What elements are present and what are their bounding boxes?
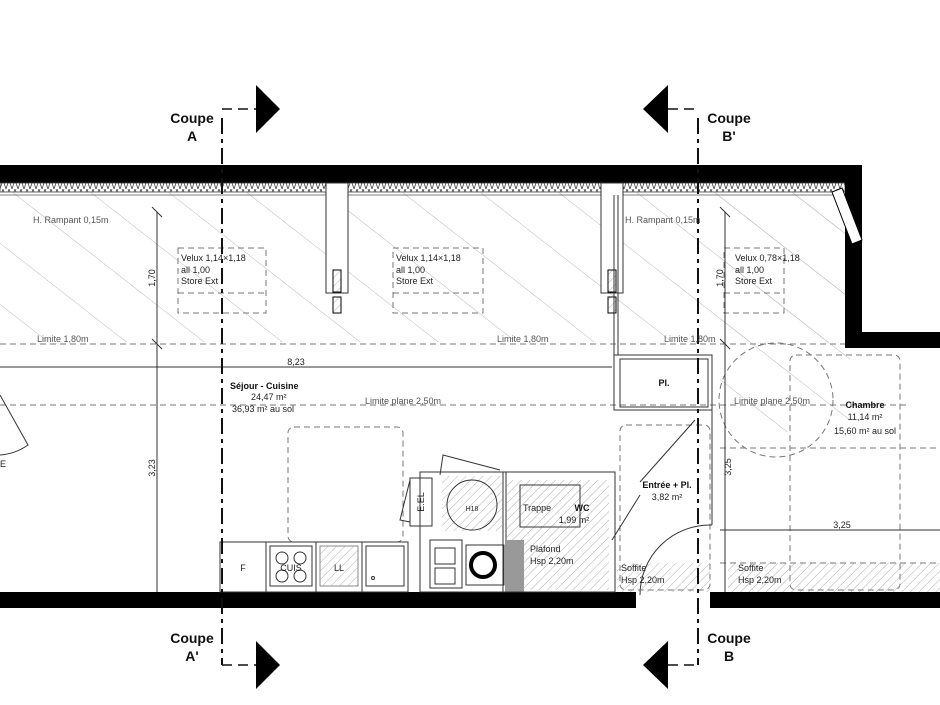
gaine (507, 540, 524, 592)
dimension: 1,70 (715, 269, 725, 287)
svg-text:all 1,00: all 1,00 (735, 265, 764, 275)
label-left-edge: E (0, 459, 6, 469)
section-arrow-b-top (643, 85, 668, 133)
velux-label: Velux 1,14×1,18 all 1,00 Store Ext (396, 253, 461, 286)
limite-plane-label: Limite plane 2,50m (734, 396, 810, 406)
section-arrow-a-bottom (256, 641, 280, 689)
dimension: 8,23 (287, 357, 305, 367)
limite-label: Limite 1,80m (664, 334, 716, 344)
wall-top (0, 165, 862, 183)
label-soffite-height: Hsp 2,20m (738, 575, 782, 585)
label-soffite: Soffite (621, 563, 646, 573)
dimension: 1,70 (147, 269, 157, 287)
section-label: Coupe (707, 630, 751, 646)
label-cooktop: CUIS (280, 563, 302, 573)
stripes-dishwasher (319, 545, 359, 587)
room-area: 24,47 m² (251, 392, 287, 402)
roof-beam (600, 182, 624, 314)
section-letter: B' (722, 128, 735, 144)
wall-right (845, 165, 862, 343)
dimension: 3,25 (833, 520, 851, 530)
sloped-ceiling-zone (0, 192, 845, 342)
room-area: 3,82 m² (652, 492, 683, 502)
svg-text:Store Ext: Store Ext (181, 276, 219, 286)
roof-window-right (831, 187, 863, 245)
room-name-entree: Entrée + Pl. (642, 480, 691, 490)
velux-label: Velux 0,78×1,18 all 1,00 Store Ext (735, 253, 800, 286)
room-name-sejour: Séjour - Cuisine (230, 381, 299, 391)
rampant-label: H. Rampant 0,15m (33, 215, 109, 225)
svg-text:all 1,00: all 1,00 (181, 265, 210, 275)
section-letter: B (724, 648, 734, 664)
label-trappe: Trappe (523, 503, 551, 513)
section-arrow-a-top (256, 85, 280, 133)
room-name-placard: Pl. (658, 378, 669, 388)
wall-right-step (845, 332, 940, 348)
label-fridge: F (240, 563, 246, 573)
svg-text:Store Ext: Store Ext (735, 276, 773, 286)
sloped-ceiling-zone-chambre (720, 192, 850, 432)
rampant-label: H. Rampant 0,15m (625, 215, 701, 225)
room-name-chambre: Chambre (845, 400, 884, 410)
limite-plane-label: Limite plane 2,50m (365, 396, 441, 406)
section-label: Coupe (707, 110, 751, 126)
section-letter: A (187, 128, 197, 144)
dimension: 3,25 (723, 458, 733, 476)
soffite-hatch-1 (617, 563, 710, 592)
limite-label: Limite 1,80m (37, 334, 89, 344)
room-floor-area: 15,60 m² au sol (834, 426, 896, 436)
room-floor-area: 36,93 m² au sol (232, 404, 294, 414)
insulation-strip (0, 182, 846, 193)
svg-text:all 1,00: all 1,00 (396, 265, 425, 275)
room-name-wc: WC (575, 503, 590, 513)
velux-label: Velux 1,14×1,18 all 1,00 Store Ext (181, 253, 246, 286)
room-area: 11,14 m² (848, 412, 883, 422)
section-arrow-b-bottom (643, 641, 668, 689)
wall-bottom-left (0, 592, 636, 608)
dimension: 3,23 (147, 459, 157, 477)
svg-text:Store Ext: Store Ext (396, 276, 434, 286)
svg-text:Velux 1,14×1,18: Velux 1,14×1,18 (396, 253, 461, 263)
h18-hatch (442, 476, 502, 531)
svg-text:Velux 0,78×1,18: Velux 0,78×1,18 (735, 253, 800, 263)
section-letter: A' (185, 648, 198, 664)
roof-beam (325, 182, 349, 314)
section-label: Coupe (170, 630, 214, 646)
label-h18: H18 (466, 506, 479, 513)
wall-bottom-right (710, 592, 940, 608)
label-electric-panel: E.EL (416, 492, 426, 512)
label-dishwasher: LL (334, 563, 344, 573)
section-label: Coupe (170, 110, 214, 126)
label-soffite: Soffite (738, 563, 763, 573)
label-plafond-height: Hsp 2,20m (530, 556, 574, 566)
soffite-hatch-2 (728, 563, 940, 592)
label-soffite-height: Hsp 2,20m (621, 575, 665, 585)
svg-text:Velux 1,14×1,18: Velux 1,14×1,18 (181, 253, 246, 263)
limite-label: Limite 1,80m (497, 334, 549, 344)
room-area: 1,99 m² (559, 515, 590, 525)
label-plafond: Plafond (530, 544, 561, 554)
